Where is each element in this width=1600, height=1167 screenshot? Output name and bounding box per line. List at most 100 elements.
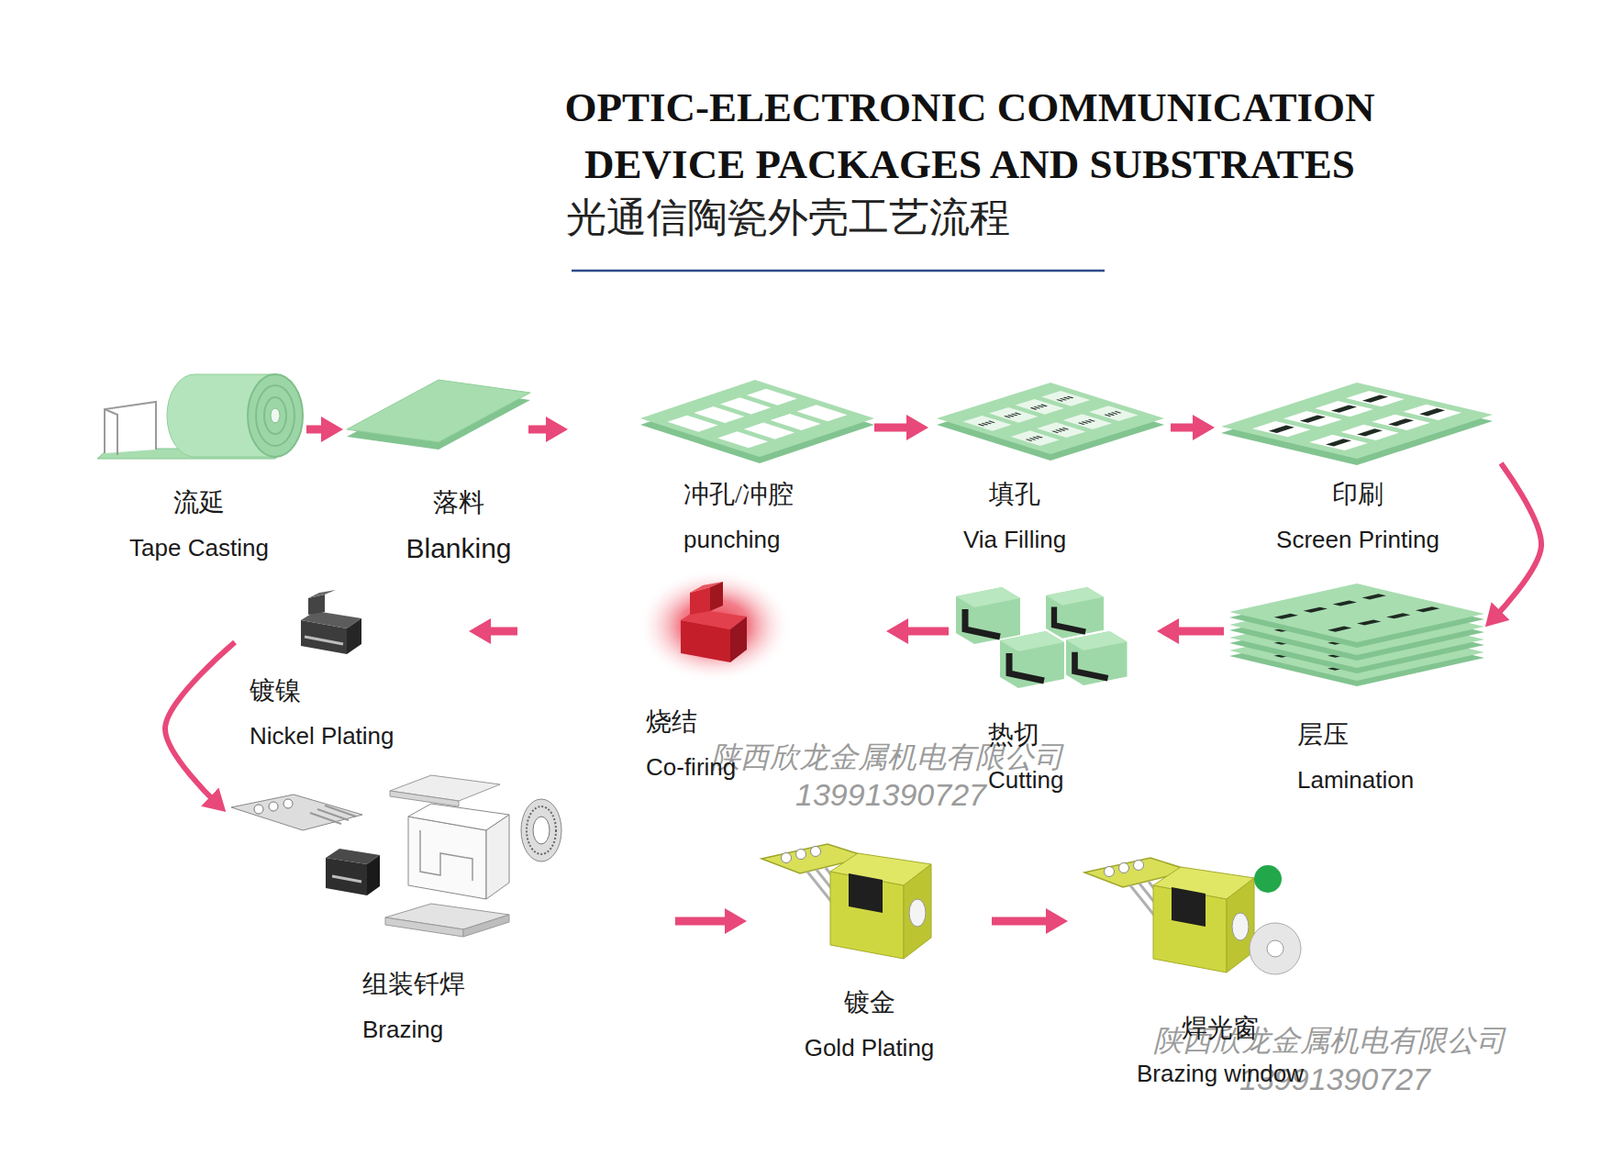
brazing-assembly-illustration (389, 790, 459, 807)
laminated-stack-illustration (1229, 583, 1485, 687)
brazing-assembly-illustration (325, 857, 367, 896)
brazing-assembly-illustration (332, 876, 362, 882)
co-fired-part-illustration (710, 581, 723, 612)
step-caption: 热切 Cutting (954, 587, 1152, 795)
gold-plated-package-illustration (761, 844, 932, 959)
step-name-en: Gold Plating (804, 1033, 935, 1063)
brazing-assembly-illustration (254, 804, 264, 814)
cut-pieces-illustration (1066, 631, 1128, 686)
step-name-en: punching (683, 524, 781, 555)
brazing-assembly-illustration (268, 801, 278, 812)
window-brazed-package-illustration (1254, 865, 1282, 893)
co-fired-part-illustration (730, 616, 747, 663)
step-caption: 镀镍 Nickel Plating (240, 587, 464, 751)
brazing-assembly-illustration (486, 814, 510, 900)
flow-arrow (874, 423, 916, 433)
brazing-assembly-illustration (463, 914, 510, 937)
step-name-zh: 流延 (173, 487, 225, 519)
cut-pieces-illustration (1000, 631, 1065, 689)
blank-sheet-illustration (346, 379, 531, 450)
tape-casting-illustration (270, 408, 280, 423)
process-step: 镀镍 Nickel Plating (240, 587, 464, 762)
flow-arrow (306, 425, 331, 434)
brazing-assembly-illustration (408, 816, 487, 900)
punched-sheet-illustration (640, 379, 875, 457)
diagram-title: OPTIC-ELECTRONIC COMMUNICATION DEVICE PA… (529, 78, 1411, 193)
step-name-en: Tape Casting (129, 533, 269, 563)
punched-sheet-illustration (667, 388, 848, 449)
process-step: 冲孔/冲腔 punching (573, 366, 869, 566)
blank-sheet-illustration (346, 379, 531, 443)
via-filled-sheet-illustration (936, 382, 1165, 461)
step-name-zh: 组装钎焊 (362, 968, 466, 1000)
step-name-en: Brazing window (1136, 1058, 1304, 1089)
tape-casting-illustration (166, 374, 303, 457)
brazing-assembly-illustration (526, 806, 556, 855)
blank-sheet-illustration (346, 379, 531, 443)
step-name-zh: 烧结 (645, 706, 698, 738)
tape-casting-illustration (104, 401, 156, 454)
tape-casting-illustration (104, 409, 118, 456)
via-filled-sheet-illustration (936, 382, 1165, 455)
flow-arrow (1494, 463, 1542, 618)
brazing-assembly-illustration (231, 775, 562, 937)
nickel-plated-part-illustration (304, 636, 344, 645)
flow-arrow (675, 917, 734, 926)
step-name-zh: 填孔 (988, 478, 1041, 511)
flow-arrow (991, 917, 1056, 926)
brazing-assembly-illustration (521, 799, 562, 862)
step-caption: 烧结Co-firing (522, 587, 881, 782)
cut-pieces-illustration (955, 587, 1128, 689)
brazing-assembly-illustration (366, 855, 380, 896)
co-fired-part-illustration (637, 568, 792, 683)
watermark-phone: 13991390727 (795, 776, 987, 814)
process-step: 组装钎焊Brazing (229, 798, 670, 1056)
step-caption: 组装钎焊Brazing (229, 798, 670, 1045)
printed-sheet-illustration (1268, 394, 1445, 446)
co-fired-part-illustration (637, 568, 792, 683)
printed-sheet-illustration (1221, 382, 1493, 459)
step-caption: 落料Blanking (348, 366, 523, 565)
laminated-stack-illustration (1229, 583, 1485, 643)
tape-casting-illustration (264, 397, 287, 434)
gold-plated-package-illustration (761, 844, 932, 959)
flow-arrow (1170, 423, 1202, 433)
nickel-plated-part-illustration (308, 589, 336, 599)
process-step: 焊光窗Brazing window (1073, 825, 1322, 1100)
flow-arrow (481, 627, 518, 636)
nickel-plated-part-illustration (346, 618, 362, 655)
step-name-zh: 热切 (988, 719, 1040, 751)
process-step: 落料Blanking (348, 366, 523, 576)
punched-sheet-illustration (640, 379, 875, 464)
step-name-zh: 冲孔/冲腔 (683, 478, 794, 511)
step-name-en: Screen Printing (1276, 524, 1440, 555)
punched-sheet-illustration (640, 379, 875, 457)
brazing-assembly-illustration (310, 805, 356, 824)
tape-casting-illustration (247, 374, 303, 457)
step-caption: 冲孔/冲腔 punching (573, 366, 869, 555)
process-step: 层压Lamination (1229, 587, 1482, 806)
via-filled-sheet-illustration (980, 396, 1122, 441)
window-brazed-package-illustration (1249, 922, 1301, 975)
printed-sheet-illustration (1221, 382, 1493, 459)
process-step: 流延 Tape Casting (97, 366, 301, 574)
via-filled-sheet-illustration (963, 390, 1139, 446)
process-step: 烧结Co-firing (522, 587, 881, 793)
tape-casting-illustration (97, 374, 303, 459)
step-name-zh: 镀镍 (249, 675, 301, 707)
brazing-assembly-illustration (231, 794, 363, 831)
flow-arrow (899, 627, 949, 636)
step-caption: 镀金Gold Plating (752, 825, 987, 1063)
flow-arrow (1169, 627, 1224, 636)
printed-sheet-illustration (1252, 390, 1462, 451)
window-brazed-package-illustration (1084, 857, 1301, 975)
via-filled-sheet-illustration (936, 382, 1165, 455)
step-name-zh: 落料 (433, 487, 485, 519)
step-name-en: Lamination (1297, 765, 1414, 795)
brazing-assembly-illustration (283, 799, 293, 809)
step-name-en: Nickel Plating (249, 721, 395, 751)
step-name-en: Via Filling (963, 524, 1067, 555)
step-name-en: Cutting (988, 765, 1064, 795)
nickel-plated-part-illustration (300, 589, 362, 655)
